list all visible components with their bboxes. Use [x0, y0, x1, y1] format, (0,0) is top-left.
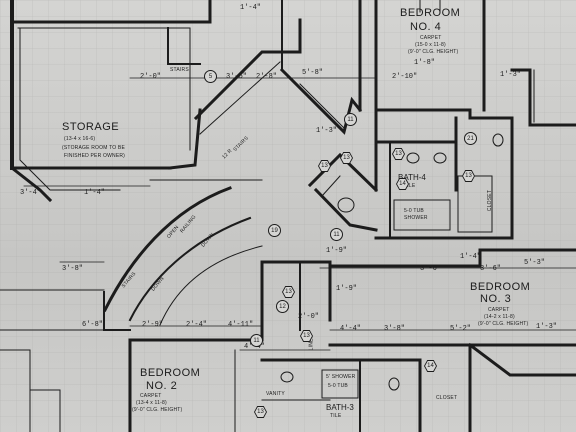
closet-label: CLOSET — [436, 395, 458, 401]
bath-3-shower: 5' SHOWER — [326, 374, 356, 380]
bath-4-floor: TILE — [404, 183, 416, 189]
dimension-label: 2'-0" — [298, 313, 320, 321]
vanity-label: VANITY — [266, 391, 285, 397]
dimension-label: 1'-8" — [414, 59, 436, 67]
dimension-label: 5'-8" — [302, 69, 324, 77]
detail-tag: 11 — [330, 228, 343, 241]
dimension-label: 1'-3" — [500, 71, 522, 79]
bedroom-2-floor: CARPET — [140, 393, 162, 399]
bedroom-3-floor: CARPET — [488, 307, 510, 313]
dimension-label: 1'-3" — [316, 127, 338, 135]
bedroom-2-ceiling: (9'-0" CLG. HEIGHT) — [132, 407, 183, 413]
dimension-label: 2'-4" — [186, 321, 208, 329]
storage-title: STORAGE — [62, 121, 120, 133]
bedroom-2-number: NO. 2 — [146, 380, 178, 392]
detail-tag: 21 — [464, 132, 477, 145]
dimension-label: 6'-8" — [82, 321, 104, 329]
storage-note-1: (STORAGE ROOM TO BE — [62, 145, 125, 151]
dimension-label: 2'-10" — [392, 73, 418, 81]
dimension-label: 2'-0" — [140, 73, 162, 81]
bedroom-4-floor: CARPET — [420, 35, 442, 41]
stairs-up-label: STAIRS — [170, 67, 189, 73]
dimension-label: 3'-4" — [20, 189, 42, 197]
bath-3-tub: 5-0 TUB — [328, 383, 348, 389]
door-tag: 13 — [282, 286, 295, 298]
bedroom-2-size: (13-4 x 11-8) — [136, 400, 167, 406]
detail-tag: 5 — [204, 70, 217, 83]
bath-3-title: BATH-3 — [326, 403, 354, 412]
door-tag: 13 — [462, 170, 475, 182]
dimension-label: 1'-3" — [536, 323, 558, 331]
bedroom-4-ceiling: (9'-0" CLG. HEIGHT) — [408, 49, 459, 55]
bath-4-tub: 5-0 TUB — [404, 208, 424, 214]
dimension-label: 1'-9" — [326, 247, 348, 255]
bedroom-4-title: BEDROOM — [400, 7, 461, 19]
detail-tag: 11 — [250, 334, 263, 347]
bedroom-3-size: (14-2 x 11-8) — [484, 314, 515, 320]
dimension-label: 1'-9" — [336, 285, 358, 293]
dimension-label: 3'-6" — [420, 265, 442, 273]
detail-tag: 19 — [268, 224, 281, 237]
door-tag: 13 — [300, 330, 313, 342]
dimension-label: 3'-8" — [384, 325, 406, 333]
door-tag: 14 — [424, 360, 437, 372]
detail-tag: 12 — [276, 300, 289, 313]
bedroom-2-title: BEDROOM — [140, 367, 201, 379]
dimension-label: 5'-2" — [450, 325, 472, 333]
bedroom-3-ceiling: (9'-0" CLG. HEIGHT) — [478, 321, 529, 327]
detail-tag: 11 — [344, 113, 357, 126]
dimension-label: 2'-9" — [142, 321, 164, 329]
bath-4-title: BATH-4 — [398, 173, 426, 182]
bedroom-3-number: NO. 3 — [480, 293, 512, 305]
door-tag: 13 — [340, 152, 353, 164]
dimension-label: 3'-8" — [62, 265, 84, 273]
dimension-label: 3'-6" — [480, 265, 502, 273]
bath-3-floor: TILE — [330, 413, 342, 419]
dimension-label: 4'-11" — [228, 321, 254, 329]
door-tag: 13 — [318, 160, 331, 172]
dimension-label: 1'-4" — [460, 253, 482, 261]
bath-4-shower: SHOWER — [404, 215, 428, 221]
dimension-label: 1'-4" — [240, 4, 262, 12]
door-tag: 14 — [396, 178, 409, 190]
dimension-label: 1'-4" — [84, 189, 106, 197]
dimension-label: 3'-5" — [226, 73, 248, 81]
door-tag: 13 — [254, 406, 267, 418]
storage-size: (13-4 x 16-6) — [64, 136, 96, 142]
storage-note-2: FINISHED PER OWNER) — [64, 153, 126, 159]
bedroom-3-title: BEDROOM — [470, 281, 531, 293]
door-tag: 13 — [392, 148, 405, 160]
bedroom-4-size: (15-0 x 11-8) — [415, 42, 446, 48]
dimension-label: 4'-4" — [244, 343, 266, 351]
dimension-label: 5'-3" — [524, 259, 546, 267]
bedroom-4-number: NO. 4 — [410, 21, 442, 33]
closet-label: CLOSET — [487, 189, 494, 212]
dimension-label: 4'-4" — [340, 325, 362, 333]
dimension-label: 2'-8" — [256, 73, 278, 81]
